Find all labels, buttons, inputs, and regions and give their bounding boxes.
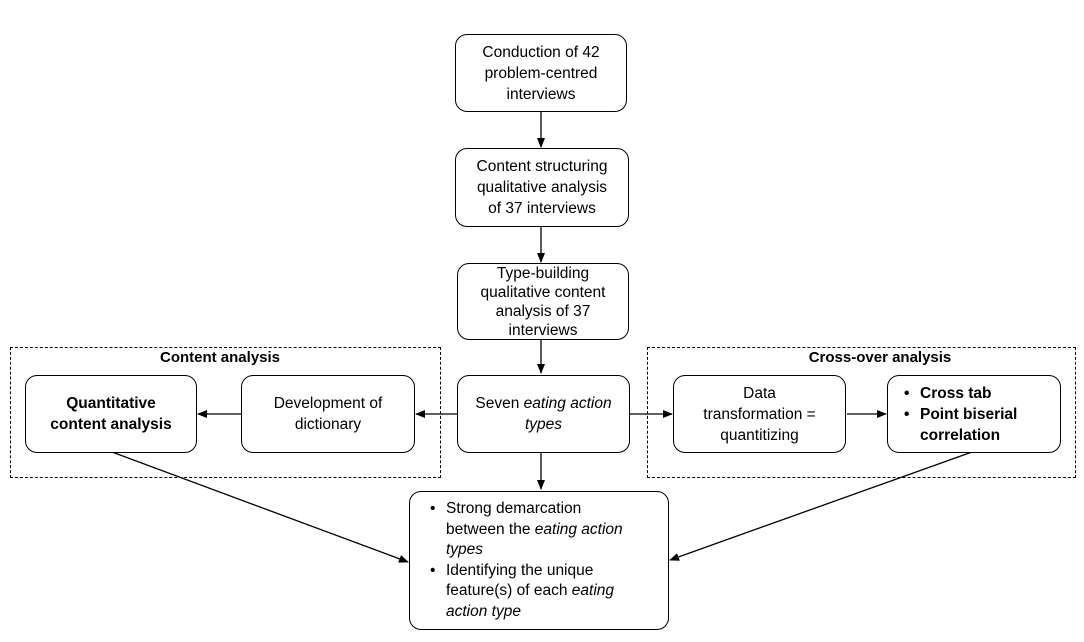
quantitative-box: Quantitative content analysis [25, 375, 197, 453]
conduction-line1: Conduction of 42 [482, 43, 600, 61]
result-item2-c: eating [571, 582, 615, 599]
typebuilding-line3: analysis of 37 [495, 302, 591, 320]
seven-italic2: types [524, 416, 563, 433]
crosstab-item2: Point biserial correlation [904, 404, 1018, 446]
typebuilding-line2: qualitative content [480, 283, 606, 301]
typebuilding-box: Type-building qualitative content analys… [457, 263, 629, 340]
content-analysis-title: Content analysis [159, 349, 281, 366]
transformation-line2: transformation = [703, 405, 816, 423]
quantitative-line2: content analysis [50, 416, 172, 433]
conduction-box: Conduction of 42 problem-centred intervi… [455, 34, 627, 112]
seven-eating-action-types-box: Seven eating action types [457, 375, 630, 453]
result-item2-a: Identifying the unique [446, 561, 594, 579]
result-item1-d: types [446, 541, 484, 558]
structuring-line3: of 37 interviews [488, 200, 596, 217]
result-item2-b: feature(s) of each [446, 582, 572, 599]
seven-prefix: Seven [475, 395, 524, 412]
development-box: Development of dictionary [241, 375, 415, 453]
conduction-line3: interviews [506, 85, 576, 103]
quantitative-line1: Quantitative [66, 395, 156, 412]
result-item1-c: eating action [534, 520, 623, 538]
seven-italic1: eating action [523, 395, 612, 412]
development-line1: Development of [273, 395, 383, 412]
content-analysis-group [10, 347, 441, 478]
transformation-box: Data transformation = quantitizing [673, 375, 846, 453]
arrow-quantitative-to-result [111, 451, 409, 563]
crosstab-item1: Cross tab [904, 383, 1017, 404]
conduction-line2: problem-centred [484, 64, 598, 82]
result-item2: Identifying the unique feature(s) of eac… [430, 561, 623, 623]
transformation-line1: Data [743, 384, 776, 402]
result-item1-a: Strong demarcation [446, 500, 582, 517]
crosstab-item2-line2: correlation [920, 426, 1001, 444]
result-item1-b: between the [446, 520, 535, 538]
development-line2: dictionary [294, 416, 362, 433]
typebuilding-line4: interviews [508, 321, 578, 339]
transformation-line3: quantitizing [720, 426, 799, 444]
result-box: Strong demarcation between the eating ac… [409, 491, 669, 630]
structuring-line2: qualitative analysis [476, 179, 608, 196]
result-item1: Strong demarcation between the eating ac… [430, 499, 623, 561]
arrow-crosstab-to-result [669, 451, 973, 561]
crossover-analysis-group [647, 347, 1076, 478]
result-item2-d: action type [446, 602, 521, 620]
typebuilding-line1: Type-building [496, 264, 590, 282]
structuring-box: Content structuring qualitative analysis… [455, 148, 629, 227]
crosstab-box: Cross tab Point biserial correlation [887, 375, 1061, 453]
crossover-analysis-title: Cross-over analysis [808, 349, 952, 366]
crosstab-item2-line1: Point biserial [920, 405, 1018, 423]
structuring-line1: Content structuring [476, 158, 608, 175]
